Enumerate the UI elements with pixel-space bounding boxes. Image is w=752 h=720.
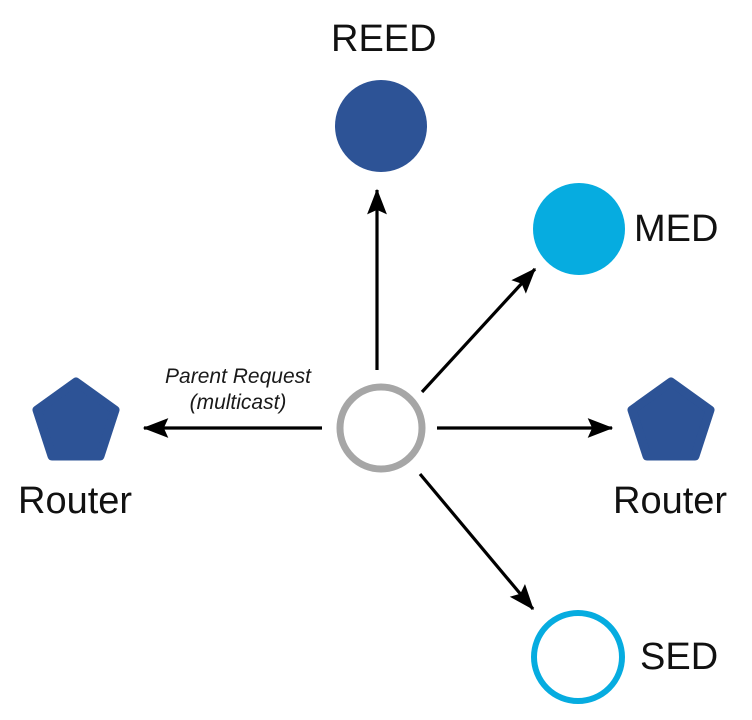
node-reed-label: REED <box>331 18 437 60</box>
edges-group <box>142 188 614 611</box>
node-router-right-label: Router <box>613 480 727 522</box>
node-med-label: MED <box>634 208 718 250</box>
center-node[interactable] <box>336 383 426 473</box>
parent-request-label-line1: Parent Request <box>165 365 312 388</box>
parent-request-label-line2: (multicast) <box>190 391 287 414</box>
edge-to-med <box>420 267 537 394</box>
node-sed[interactable] <box>531 610 625 704</box>
parent-request-label: Parent Request (multicast) <box>165 365 312 414</box>
node-router-left-label: Router <box>18 480 132 522</box>
node-med[interactable] <box>533 183 625 275</box>
node-reed[interactable] <box>335 80 427 172</box>
node-router-left[interactable] <box>32 377 120 461</box>
node-router-right[interactable] <box>627 377 715 461</box>
node-sed-label: SED <box>640 636 718 678</box>
edge-to-sed <box>418 472 535 611</box>
